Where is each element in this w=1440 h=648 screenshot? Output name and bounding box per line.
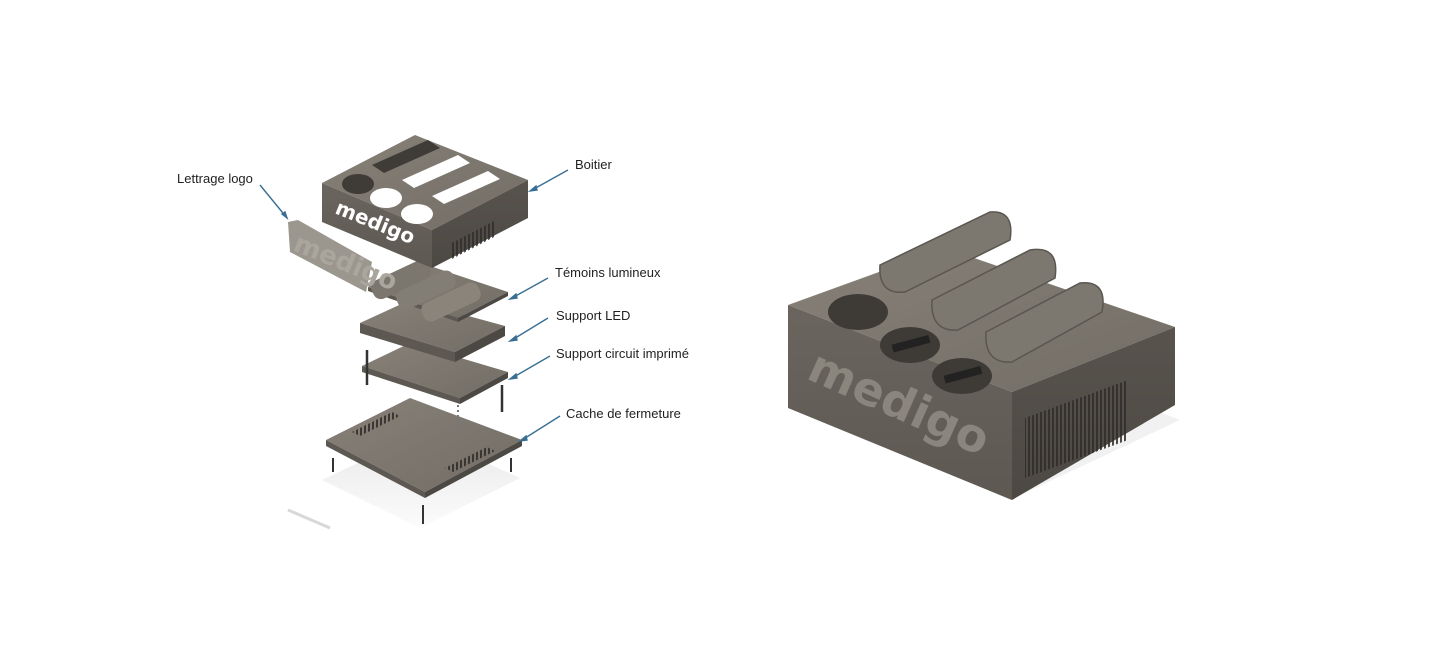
support-circuit-part [362, 343, 508, 412]
leader-arrows [259, 169, 569, 443]
label-support-circuit: Support circuit imprimé [556, 346, 689, 361]
boitier-part: medigo [322, 135, 528, 268]
cache-fermeture-part [326, 398, 522, 524]
label-temoins-lumineux: Témoins lumineux [555, 265, 661, 280]
temoins-lumineux-part [368, 260, 508, 322]
label-cache-fermeture: Cache de fermeture [566, 406, 681, 421]
assembled-device-illustration: medigo [788, 211, 1180, 500]
label-lettrage-logo: Lettrage logo [177, 171, 253, 186]
label-support-led: Support LED [556, 308, 631, 323]
label-boitier: Boitier [575, 157, 612, 172]
support-led-part [360, 300, 505, 362]
